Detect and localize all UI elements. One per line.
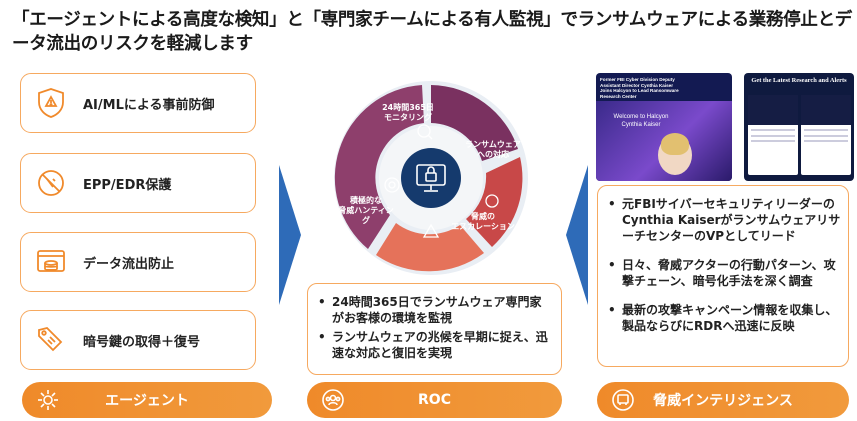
thumb-heading: Get the Latest Research and Alerts <box>751 77 847 84</box>
list-item: •最新の攻撃キャンペーン情報を収集し、製品ならびにRDRへ迅速に反映 <box>608 303 838 333</box>
feature-label: データ流出防止 <box>83 256 175 272</box>
monitor-lock-icon <box>416 164 446 192</box>
segment-ransom-response <box>466 157 523 247</box>
feature-data-leak: データ流出防止 <box>20 232 256 292</box>
target-icon <box>384 177 400 193</box>
list-item: •元FBIサイバーセキュリティリーダーのCynthia Kaiserがランサムウ… <box>608 197 841 243</box>
list-item: •ランサムウェアの兆候を早期に捉え、迅速な対応と復旧を実現 <box>318 330 548 360</box>
alert-arrow-icon <box>422 223 440 238</box>
news-thumbnail-kaiser[interactable]: Former FBI Cyber Division Deputy Assista… <box>596 73 732 181</box>
ai-shield-icon <box>21 73 81 133</box>
bug-icon <box>485 194 499 208</box>
feature-ai-ml: AI/MLによる事前防御 <box>20 73 256 133</box>
team-icon <box>315 382 351 418</box>
pill-label: 脅威インテリジェンス <box>653 393 793 409</box>
thumb-line: Joins Halcyon to Lead Ransomware <box>600 88 679 94</box>
segment-hunting <box>334 85 424 249</box>
list-item: •日々、脅威アクターの行動パターン、攻撃チェーン、暗号化手法を深く調査 <box>608 258 836 288</box>
segment-monitoring <box>431 85 518 161</box>
network-node-icon <box>30 382 66 418</box>
search-icon <box>417 124 431 138</box>
feature-epp-edr: EPP/EDR保護 <box>20 153 256 213</box>
roc-description: •24時間365日でランサムウェア専門家がお客様の環境を監視 •ランサムウェアの… <box>307 283 562 375</box>
portrait-photo <box>658 133 692 175</box>
thumb-banner: Welcome to Halcyon Cynthia Kaiser <box>613 114 669 128</box>
news-thumbnail-research[interactable]: Get the Latest Research and Alerts <box>744 73 854 181</box>
key-tag-icon <box>21 310 81 370</box>
pill-label: エージェント <box>105 393 189 409</box>
intel-description: •元FBIサイバーセキュリティリーダーのCynthia Kaiserがランサムウ… <box>597 185 849 367</box>
database-icon <box>21 232 81 292</box>
no-threat-icon <box>21 153 81 213</box>
left-arrow-icon <box>566 165 588 305</box>
segment-label-monitoring: 24時間365日 モニタリング <box>382 103 434 122</box>
feature-key-recovery: 暗号鍵の取得＋復号 <box>20 310 256 370</box>
list-item: •24時間365日でランサムウェア専門家がお客様の環境を監視 <box>318 295 542 325</box>
page-title: 「エージェントによる高度な検知」と「専門家チームによる有人監視」でランサムウェア… <box>12 10 852 54</box>
segment-label-ransom: ランサムウェア への対応 <box>465 140 521 159</box>
segment-escalation <box>376 223 484 272</box>
thumb-line: Assistant Director Cynthia Kaiser <box>600 82 674 88</box>
globe-search-icon <box>605 382 641 418</box>
feature-label: EPP/EDR保護 <box>83 177 172 193</box>
segment-label-escalation: 脅威の エスカレーション <box>451 212 515 231</box>
pill-label: ROC <box>418 392 451 408</box>
thumb-line: Research Center <box>600 93 637 99</box>
right-arrow-icon <box>279 165 301 305</box>
pill-agent: エージェント <box>22 382 272 418</box>
feature-label: 暗号鍵の取得＋復号 <box>83 334 201 350</box>
roc-cycle-diagram <box>334 81 528 275</box>
pill-roc: ROC <box>307 382 562 418</box>
pill-intel: 脅威インテリジェンス <box>597 382 849 418</box>
feature-label: AI/MLによる事前防御 <box>83 97 215 113</box>
segment-label-hunting: 積極的な 脅威ハンティング <box>338 196 394 225</box>
thumb-line: Former FBI Cyber Division Deputy <box>600 77 675 82</box>
